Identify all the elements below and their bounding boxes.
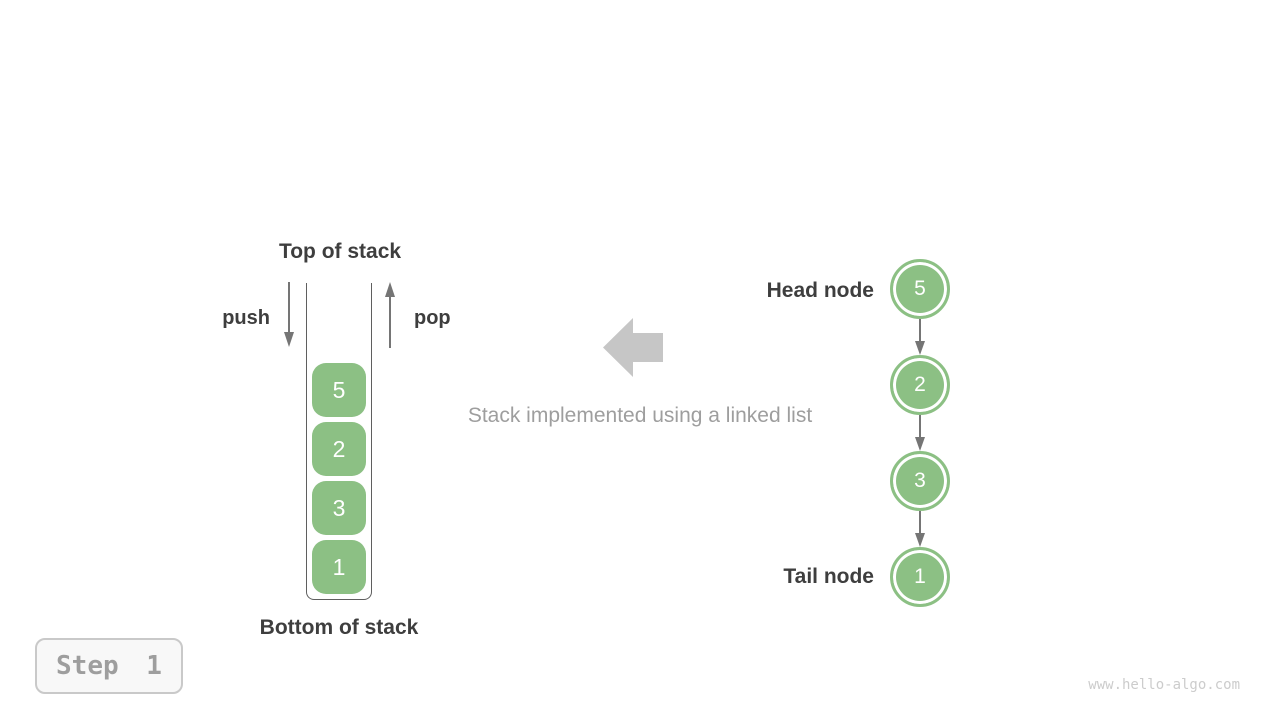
stack-item: 3	[312, 481, 366, 535]
step-badge: Step 1	[35, 638, 183, 694]
watermark-text: www.hello-algo.com	[1088, 677, 1240, 693]
top-of-stack-label: Top of stack	[278, 240, 402, 263]
stack-item: 2	[312, 422, 366, 476]
link-down-arrow-icon	[915, 511, 925, 547]
head-node-label: Head node	[766, 279, 874, 302]
link-down-arrow-icon	[915, 415, 925, 451]
list-node: 3	[890, 451, 950, 511]
list-node: 1	[890, 547, 950, 607]
bottom-of-stack-label: Bottom of stack	[259, 616, 419, 639]
caption-text: Stack implemented using a linked list	[467, 404, 813, 427]
big-left-arrow-icon	[603, 318, 663, 377]
tail-node-label: Tail node	[783, 565, 874, 588]
pop-up-arrow-icon	[385, 282, 395, 348]
pop-label: pop	[414, 307, 451, 329]
stack-item: 5	[312, 363, 366, 417]
link-down-arrow-icon	[915, 319, 925, 355]
list-node: 5	[890, 259, 950, 319]
push-down-arrow-icon	[284, 282, 294, 347]
list-node: 2	[890, 355, 950, 415]
push-label: push	[222, 307, 270, 329]
stack-item: 1	[312, 540, 366, 594]
